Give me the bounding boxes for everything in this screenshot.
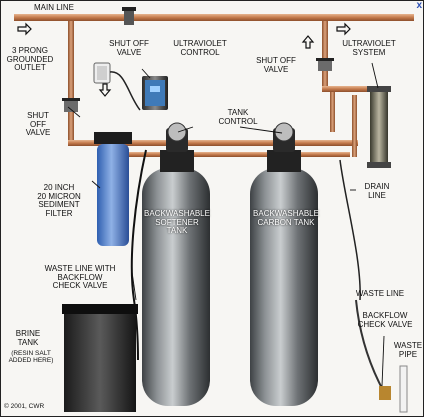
grounded-outlet-label: 3 PRONG GROUNDED OUTLET <box>6 46 54 72</box>
softener-tank <box>142 122 210 406</box>
shut-off-valve-left <box>62 98 80 112</box>
left-supply-pipe <box>68 21 74 146</box>
uv-system-unit <box>367 86 391 168</box>
shut-off-valve-right <box>316 58 334 71</box>
shut-off-valve-right-label: SHUT OFF VALVE <box>256 56 296 74</box>
waste-line-backflow-label: WASTE LINE WITH BACKFLOW CHECK VALVE <box>44 264 116 290</box>
waste-pipe-label: WASTE PIPE <box>393 341 423 359</box>
uv-drop-pipe <box>330 92 335 132</box>
leader-lines <box>67 62 385 387</box>
brine-tank <box>62 304 138 412</box>
copyright-notice: © 2001, CWR <box>4 403 45 410</box>
backflow-check-valve <box>355 299 408 413</box>
uv-control-label: ULTRAVIOLET CONTROL <box>173 39 227 57</box>
tank-header-pipe <box>68 140 358 146</box>
backflow-check-valve-label: BACKFLOW CHECK VALVE <box>357 311 413 329</box>
shut-off-valve-top-label: SHUT OFF VALVE <box>109 39 149 57</box>
carbon-tank-label: BACKWASHABLE CARBON TANK <box>253 209 319 227</box>
main-line-pipe <box>14 14 414 21</box>
uv-feed-pipe <box>322 86 382 92</box>
shut-off-valve-top <box>122 7 136 25</box>
carbon-tank <box>250 122 318 406</box>
grounded-outlet <box>93 62 141 111</box>
uv-system-label: ULTRAVIOLET SYSTEM <box>342 39 396 57</box>
close-icon[interactable]: x <box>416 0 422 11</box>
brine-tank-label: BRINE TANK <box>15 329 41 347</box>
right-return-pipe <box>322 21 328 91</box>
flow-arrows <box>17 22 351 97</box>
uv-control-box <box>142 76 168 110</box>
tank-control-label: TANK CONTROL <box>218 108 258 126</box>
uv-return-pipe <box>352 95 357 157</box>
drain-line-label: DRAIN LINE <box>364 182 390 200</box>
sediment-filter-label: 20 INCH 20 MICRON SEDIMENT FILTER <box>37 183 81 218</box>
resin-salt-note: (RESIN SALT ADDED HERE) <box>8 350 54 364</box>
tank-header-pipe-lower <box>100 152 350 157</box>
softener-tank-label: BACKWASHABLE SOFTENER TANK <box>144 209 210 235</box>
waste-line-hose <box>130 149 147 361</box>
main-line-label: MAIN LINE <box>34 3 75 12</box>
shut-off-valve-left-label: SHUT OFF VALVE <box>25 111 51 137</box>
drain-line-hose <box>339 159 361 301</box>
waste-line-right-label: WASTE LINE <box>355 289 405 298</box>
sediment-filter <box>94 132 132 246</box>
